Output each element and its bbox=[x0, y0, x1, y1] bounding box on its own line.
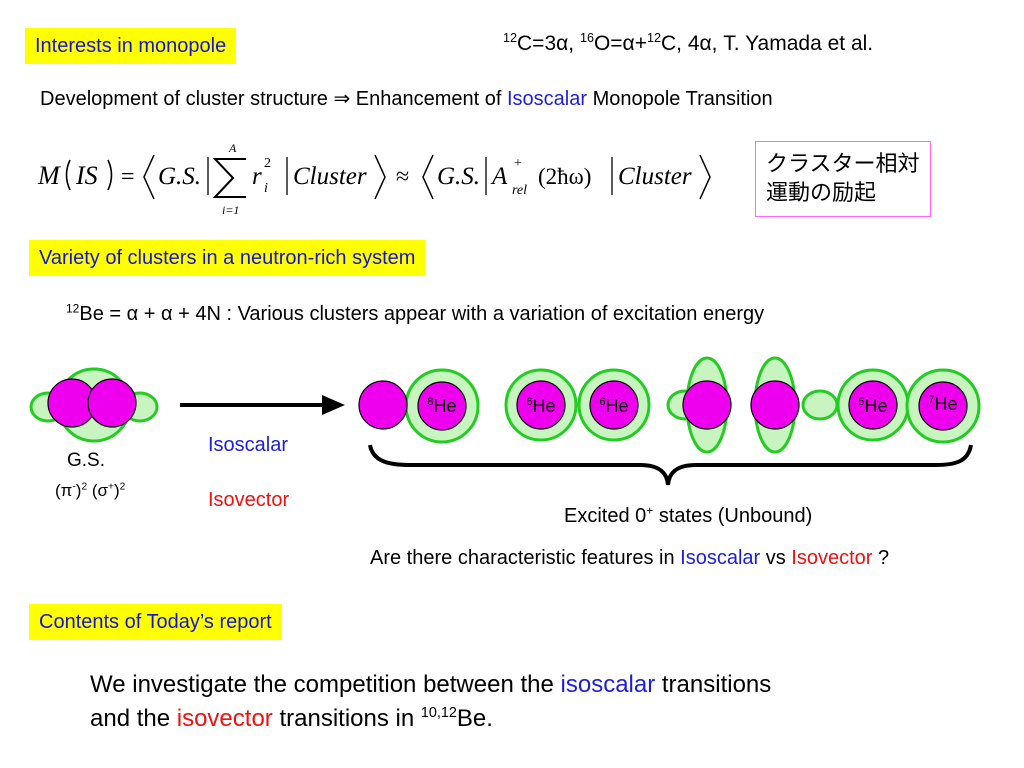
svg-text:=: = bbox=[121, 164, 135, 190]
gs-label: G.S. bbox=[67, 450, 106, 471]
svg-text:M: M bbox=[37, 161, 61, 190]
section-header-contents: Contents of Today’s report bbox=[29, 604, 282, 640]
svg-text:Cluster: Cluster bbox=[618, 163, 692, 190]
gs-configuration: (π-)2 (σ+)2 bbox=[55, 481, 126, 500]
svg-text:(2ħω): (2ħω) bbox=[538, 164, 591, 189]
excited-states-brace bbox=[368, 444, 973, 486]
svg-text:≈: ≈ bbox=[396, 164, 409, 190]
he5-core bbox=[848, 380, 898, 430]
isoscalar-vs-isovector-question: Are there characteristic features in Iso… bbox=[370, 547, 890, 569]
cluster-label-he7: 7He bbox=[928, 394, 958, 414]
cross-alpha-right bbox=[750, 380, 800, 430]
svg-text:2: 2 bbox=[264, 156, 271, 171]
svg-text:G.S.: G.S. bbox=[437, 163, 480, 190]
cluster-label-he5: 5He bbox=[858, 396, 888, 416]
alpha-ball bbox=[358, 380, 408, 430]
development-line: Development of cluster structure ⇒ Enhan… bbox=[40, 88, 773, 110]
summary-line-1: We investigate the competition between t… bbox=[90, 671, 772, 698]
svg-text:i=1: i=1 bbox=[222, 203, 239, 217]
gs-alpha-right bbox=[87, 378, 137, 428]
section-header-variety: Variety of clusters in a neutron-rich sy… bbox=[29, 240, 426, 276]
isovector-label: Isovector bbox=[208, 489, 290, 511]
summary-text: We investigate the competition between t… bbox=[90, 668, 771, 736]
svg-text:Cluster: Cluster bbox=[293, 163, 367, 190]
svg-text:A: A bbox=[490, 163, 508, 190]
section-header-interests: Interests in monopole bbox=[25, 28, 237, 64]
be12-description: 12Be = α + α + 4N : Various clusters app… bbox=[66, 301, 765, 325]
reference-line: 12C=3α, 16O=α+12C, 4α, T. Yamada et al. bbox=[503, 31, 874, 55]
cluster-label-he6-right: 6He bbox=[599, 396, 629, 416]
excited-states-label: Excited 0+ states (Unbound) bbox=[564, 503, 813, 527]
cluster-relative-motion-note: クラスター相対 運動の励起 bbox=[755, 141, 931, 217]
svg-text:IS: IS bbox=[75, 161, 98, 190]
svg-text:r: r bbox=[252, 163, 262, 190]
monopole-formula: M IS = G.S. A i=1 r 2 i Cluster ≈ G.S. A… bbox=[37, 141, 711, 217]
svg-text:G.S.: G.S. bbox=[158, 163, 201, 190]
transition-arrowhead bbox=[322, 395, 345, 415]
svg-text:i: i bbox=[264, 181, 268, 196]
summary-line-2: and the isovector transitions in 10,12Be… bbox=[90, 705, 493, 732]
cluster-diagram bbox=[29, 356, 981, 486]
he6-core-left bbox=[516, 380, 566, 430]
svg-text:rel: rel bbox=[512, 183, 527, 198]
he6-core-right bbox=[589, 380, 639, 430]
svg-text:A: A bbox=[228, 141, 237, 155]
cluster-label-he8: 8He bbox=[427, 396, 457, 416]
isoscalar-label: Isoscalar bbox=[208, 434, 289, 456]
he8-core bbox=[417, 381, 467, 431]
cross-alpha-left bbox=[682, 380, 732, 430]
he7-core bbox=[918, 381, 968, 431]
svg-text:+: + bbox=[514, 156, 522, 171]
cross-orbital-right bbox=[801, 389, 839, 421]
cluster-label-he6-left: 6He bbox=[526, 396, 556, 416]
